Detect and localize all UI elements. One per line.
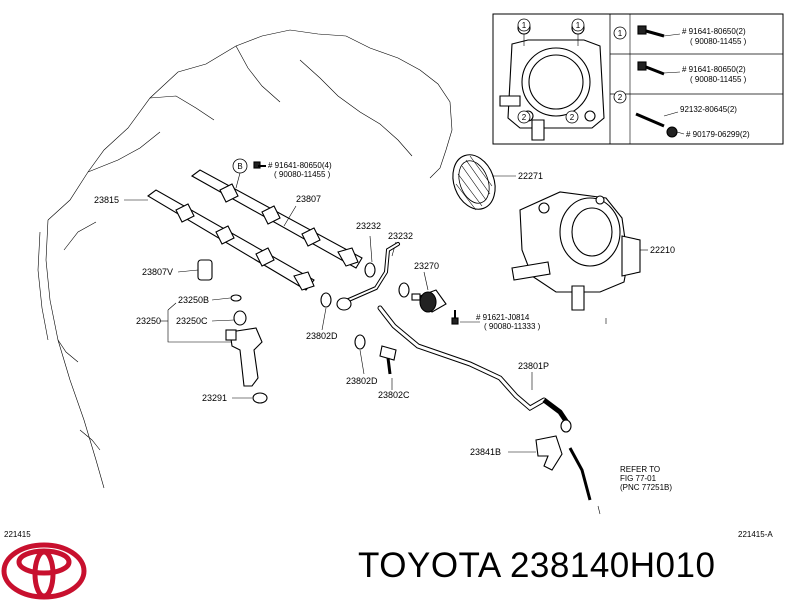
nut-icon bbox=[666, 126, 678, 138]
toyota-logo-icon bbox=[1, 542, 87, 600]
injector-o-ring bbox=[230, 294, 242, 302]
label-23250: 23250 bbox=[136, 316, 161, 326]
engine-outline bbox=[37, 29, 453, 489]
svg-text:1: 1 bbox=[522, 21, 527, 30]
svg-text:2: 2 bbox=[522, 113, 527, 122]
label-23291: 23291 bbox=[202, 393, 227, 403]
label-23250b: 23250B bbox=[178, 295, 209, 305]
label-23250c: 23250C bbox=[176, 316, 208, 326]
product-title: TOYOTA 238140H010 bbox=[358, 546, 716, 585]
label-23815: 23815 bbox=[94, 195, 119, 205]
svg-text:B: B bbox=[237, 162, 242, 171]
diagram-code-right: 221415-A bbox=[738, 530, 773, 539]
label-b-bolt-line2: ( 90080-11455 ) bbox=[274, 170, 331, 179]
label-23841b: 23841B bbox=[470, 447, 501, 457]
pipe-clip bbox=[535, 435, 563, 471]
inset-row1-line1: # 91641-80650(2) bbox=[682, 27, 746, 36]
label-b-bolt-line1: # 91641-80650(4) bbox=[268, 161, 332, 170]
inset-panel: 1 1 2 2 1 2 bbox=[492, 13, 784, 145]
inset-row3-line2: # 90179-06299(2) bbox=[686, 130, 750, 139]
throttle-body-front-view bbox=[499, 21, 605, 141]
o-ring bbox=[320, 292, 332, 308]
diagram-code-left: 221415 bbox=[4, 530, 31, 539]
insulator bbox=[197, 259, 213, 281]
body-marker-2b: 2 bbox=[565, 110, 579, 124]
svg-text:2: 2 bbox=[570, 113, 575, 122]
label-23802c: 23802C bbox=[378, 390, 410, 400]
intake-gasket bbox=[452, 154, 496, 211]
label-23807v: 23807V bbox=[142, 267, 173, 277]
label-91621-line2: ( 90080-11333 ) bbox=[484, 322, 541, 331]
label-91621-line1: # 91621-J0814 bbox=[476, 313, 530, 322]
refer-line3: (PNC 77251B) bbox=[620, 483, 672, 492]
label-23802d-b: 23802D bbox=[346, 376, 378, 386]
o-ring bbox=[354, 334, 366, 350]
refer-line2: FIG 77-01 bbox=[620, 474, 657, 483]
body-marker-1a: 1 bbox=[517, 18, 531, 32]
throttle-body bbox=[511, 191, 641, 311]
row-marker-1: 1 bbox=[613, 26, 627, 40]
fuel-pipe bbox=[336, 242, 572, 433]
inset-row1-line2: ( 90080-11455 ) bbox=[690, 37, 747, 46]
fuel-rail-upper bbox=[190, 169, 363, 269]
stud-icon bbox=[635, 112, 665, 128]
bolt-icon bbox=[637, 61, 665, 76]
svg-text:2: 2 bbox=[618, 93, 623, 102]
bolt-icon bbox=[253, 161, 266, 169]
row-marker-2: 2 bbox=[613, 90, 627, 104]
union-bolt bbox=[379, 345, 397, 375]
label-23807: 23807 bbox=[296, 194, 321, 204]
label-23270: 23270 bbox=[414, 261, 439, 271]
pressure-regulator bbox=[411, 289, 447, 313]
fuel-rail-lower bbox=[147, 189, 315, 291]
body-marker-1b: 1 bbox=[571, 18, 585, 32]
label-23802d-a: 23802D bbox=[306, 331, 338, 341]
label-22271: 22271 bbox=[518, 171, 543, 181]
svg-text:1: 1 bbox=[576, 21, 581, 30]
inset-row3-line1: 92132-80645(2) bbox=[680, 105, 737, 114]
bolt-icon bbox=[637, 25, 665, 38]
b-marker: B bbox=[232, 158, 248, 174]
inset-row2-line1: # 91641-80650(2) bbox=[682, 65, 746, 74]
o-ring bbox=[364, 262, 376, 278]
injector-seal bbox=[252, 392, 268, 404]
inset-row2-line2: ( 90080-11455 ) bbox=[690, 75, 747, 84]
label-23232-a: 23232 bbox=[356, 221, 381, 231]
fuel-injector bbox=[225, 327, 263, 387]
svg-text:1: 1 bbox=[618, 29, 623, 38]
o-ring bbox=[398, 282, 410, 298]
label-23801p: 23801P bbox=[518, 361, 549, 371]
body-marker-2a: 2 bbox=[517, 110, 531, 124]
bolt-icon bbox=[451, 310, 459, 325]
label-23232-b: 23232 bbox=[388, 231, 413, 241]
injector-o-ring bbox=[233, 310, 247, 326]
refer-line1: REFER TO bbox=[620, 465, 660, 474]
label-22210: 22210 bbox=[650, 245, 675, 255]
